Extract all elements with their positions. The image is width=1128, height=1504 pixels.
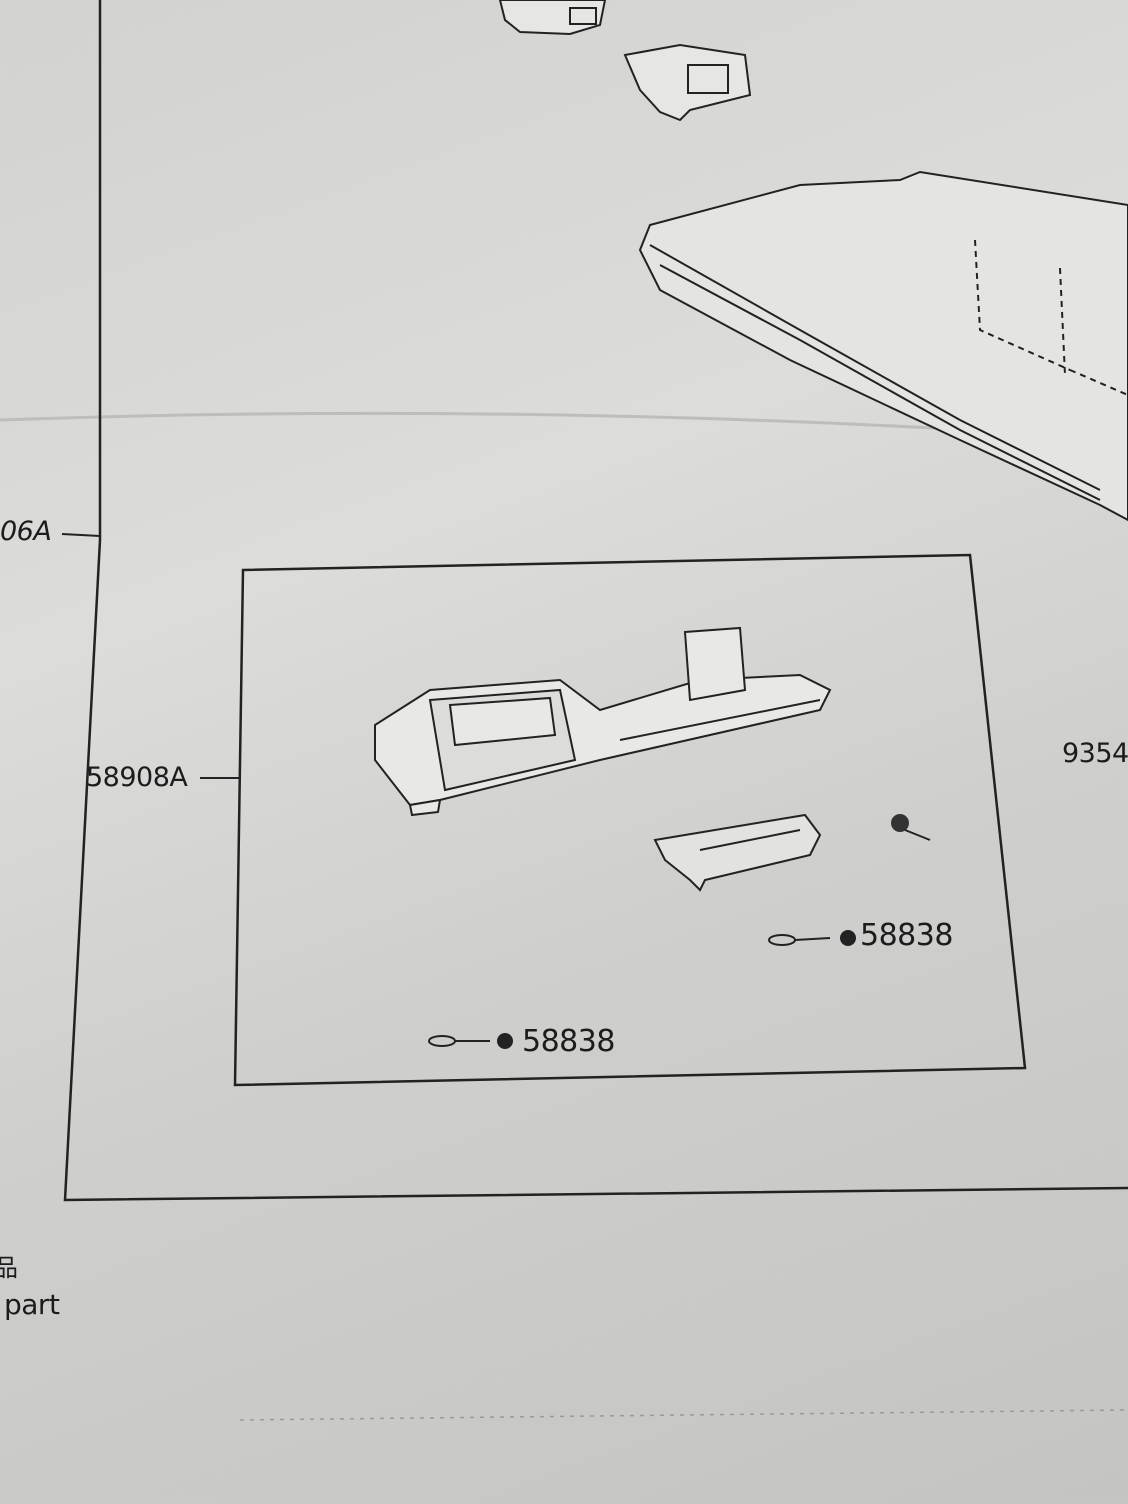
- map-lamp-housing: [374, 626, 832, 817]
- detail-frame: [233, 553, 1027, 1087]
- callout-58838-left: 58838: [522, 1024, 615, 1059]
- footer-char: 品: [0, 1254, 18, 1282]
- bulb-icon: [891, 814, 931, 841]
- top-connector-parts: [498, 0, 752, 122]
- clip-58838-left: [428, 1033, 513, 1049]
- lens-cover: [653, 813, 822, 892]
- leader-06a: [61, 533, 101, 537]
- callout-06a: 06A: [0, 516, 52, 547]
- callout-58838-right: 58838: [860, 918, 953, 953]
- headliner-panel: [638, 170, 1128, 522]
- callout-93540: 93540: [1062, 738, 1128, 769]
- footer-word: part: [4, 1288, 60, 1321]
- outer-frame: [63, 0, 1128, 1202]
- clip-58838-right: [768, 930, 856, 946]
- callout-58908a: 58908A: [86, 762, 188, 793]
- faint-dashed-line: [239, 1409, 1128, 1421]
